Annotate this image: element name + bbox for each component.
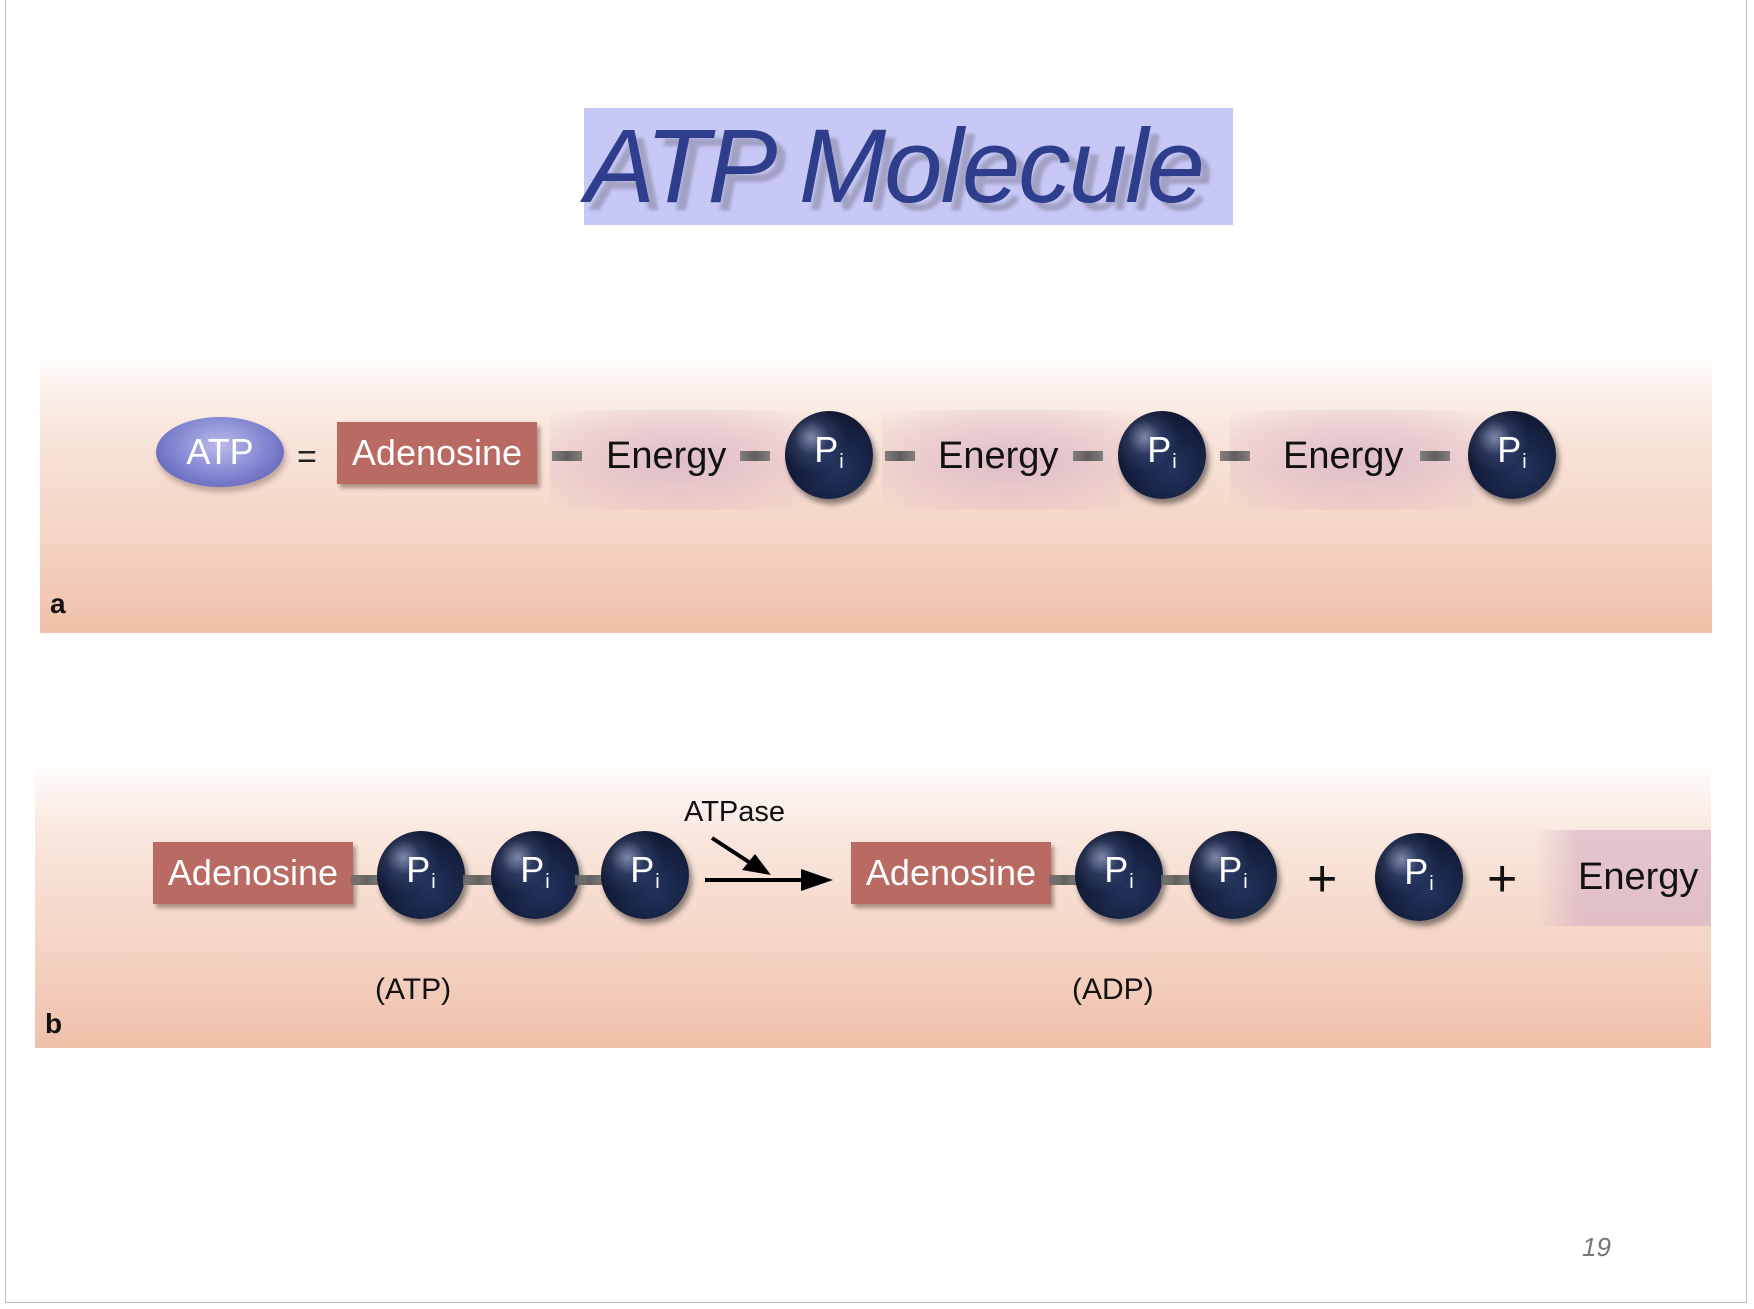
phosphate-symbol: P — [520, 849, 545, 890]
panel-a-atp-structure: ATP = Adenosine Energy Pi Energy Pi Ener… — [40, 348, 1712, 633]
phosphate-subscript: i — [655, 871, 660, 893]
energy-label-released: Energy — [1578, 856, 1699, 898]
bond — [1220, 451, 1250, 461]
phosphate-symbol: P — [630, 849, 655, 890]
bond — [1420, 451, 1450, 461]
caption-adp: (ADP) — [1072, 973, 1154, 1006]
phosphate-subscript: i — [1429, 873, 1434, 895]
panel-b-atp-hydrolysis: Adenosine Pi Pi Pi ATPase Adenosine Pi P… — [35, 758, 1711, 1048]
title-shadow: ATP Molecule — [594, 116, 1214, 233]
bond — [1049, 875, 1079, 885]
phosphate-symbol: P — [1104, 849, 1129, 890]
reaction-arrow-icon — [705, 836, 833, 891]
bond — [1161, 875, 1191, 885]
phosphate-3: Pi — [1468, 411, 1556, 499]
bond — [351, 875, 381, 885]
phosphate-free: Pi — [1375, 833, 1463, 921]
phosphate-1: Pi — [785, 411, 873, 499]
panel-letter-b: b — [45, 1008, 63, 1039]
energy-glow-released — [1535, 830, 1711, 926]
title-highlight — [584, 108, 1233, 225]
bond — [740, 451, 770, 461]
phosphate-subscript: i — [1129, 871, 1134, 893]
energy-label-2: Energy — [938, 435, 1059, 477]
caption-atp: (ATP) — [375, 973, 452, 1006]
plus-sign-1: + — [1307, 850, 1338, 908]
phosphate-2: Pi — [1118, 411, 1206, 499]
page-number: 19 — [1582, 1232, 1611, 1262]
panel-letter-a: a — [50, 588, 66, 619]
phosphate-subscript: i — [1522, 451, 1527, 473]
atpase-label: ATPase — [684, 796, 786, 828]
phosphate-subscript: i — [1243, 871, 1248, 893]
phosphate-atp-1: Pi — [377, 831, 465, 919]
slide-title: ATP Molecule — [585, 108, 1205, 225]
phosphate-symbol: P — [814, 429, 839, 470]
phosphate-subscript: i — [839, 451, 844, 473]
bond — [552, 451, 582, 461]
adenosine-block: Adenosine — [337, 422, 537, 484]
phosphate-atp-2: Pi — [491, 831, 579, 919]
adenosine-block-atp: Adenosine — [153, 842, 353, 904]
energy-label-3: Energy — [1283, 435, 1404, 477]
phosphate-symbol: P — [1218, 849, 1243, 890]
bond — [885, 451, 915, 461]
phosphate-atp-3: Pi — [601, 831, 689, 919]
phosphate-subscript: i — [431, 871, 436, 893]
energy-label-1: Energy — [606, 435, 727, 477]
bond — [463, 875, 493, 885]
atp-oval: ATP — [156, 417, 284, 487]
phosphate-symbol: P — [406, 849, 431, 890]
phosphate-subscript: i — [1172, 451, 1177, 473]
plus-sign-2: + — [1487, 850, 1518, 908]
adenosine-block-adp: Adenosine — [851, 842, 1051, 904]
phosphate-adp-2: Pi — [1189, 831, 1277, 919]
phosphate-symbol: P — [1404, 851, 1429, 892]
bond — [575, 875, 605, 885]
phosphate-adp-1: Pi — [1075, 831, 1163, 919]
bond — [1073, 451, 1103, 461]
equals-sign: = — [297, 438, 317, 476]
phosphate-symbol: P — [1147, 429, 1172, 470]
phosphate-symbol: P — [1497, 429, 1522, 470]
atp-label: ATP — [186, 431, 254, 472]
phosphate-subscript: i — [545, 871, 550, 893]
